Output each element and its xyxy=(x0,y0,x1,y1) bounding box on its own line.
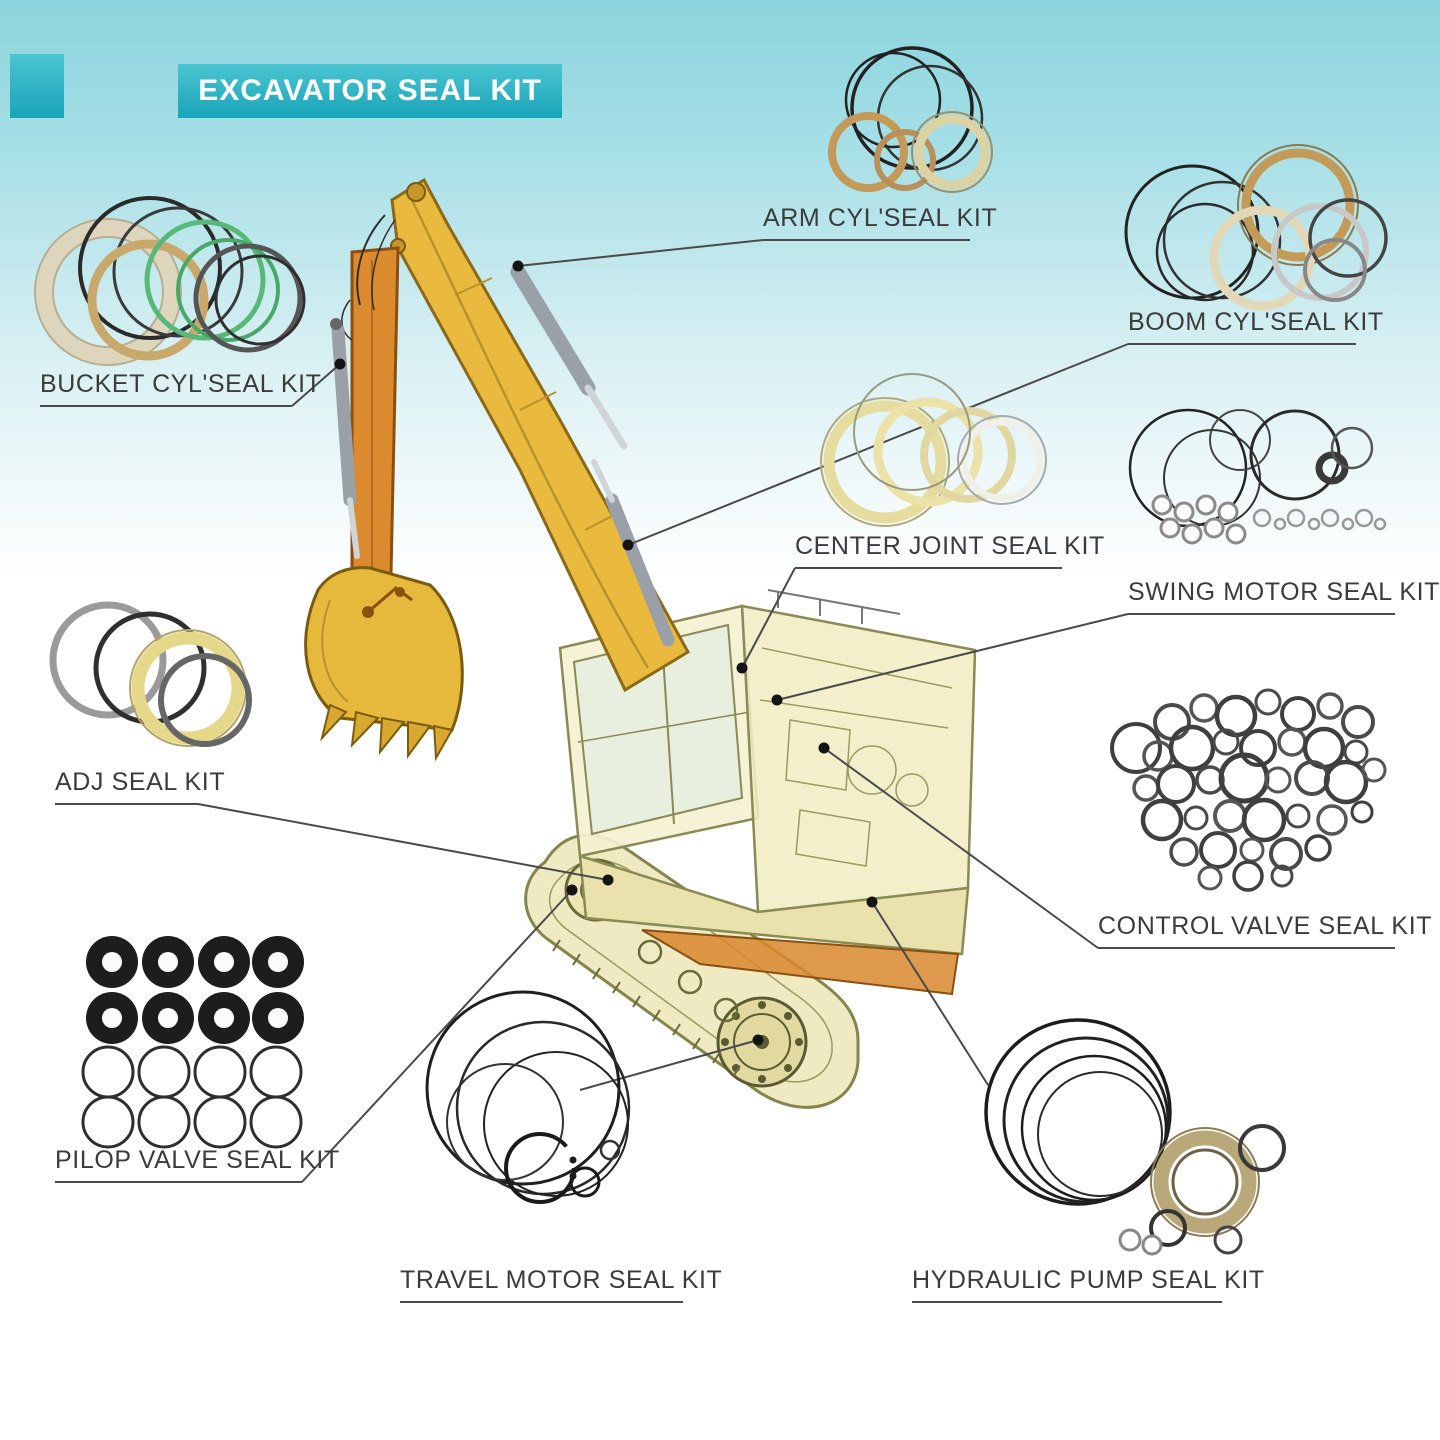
boom-seal-rings-image xyxy=(1124,144,1388,311)
pointer-swing xyxy=(776,613,1129,701)
pointer-dots xyxy=(334,260,878,1046)
pointer-arm xyxy=(517,239,764,267)
pointer-center-joint xyxy=(741,567,796,669)
control-valve-seal-rings-image xyxy=(1110,688,1387,892)
label-pilop-valve-seal-kit: PILOP VALVE SEAL KIT xyxy=(55,1146,340,1174)
pointer-bucket xyxy=(291,363,341,407)
label-swing-motor-seal-kit: SWING MOTOR SEAL KIT xyxy=(1128,578,1440,606)
excavator-body xyxy=(558,589,977,996)
pointer-travel xyxy=(579,1039,759,1091)
center-joint-seal-rings-image xyxy=(820,373,1047,527)
pilop-valve-seal-rings-image xyxy=(81,936,304,1149)
page-title: EXCAVATOR SEAL KIT xyxy=(178,64,562,118)
hydraulic-pump-seal-rings-image xyxy=(984,1018,1286,1256)
track-treads xyxy=(552,939,741,1078)
pointer-pilop xyxy=(301,889,573,1183)
pointer-control-valve xyxy=(823,747,1099,949)
bucket-teeth xyxy=(320,703,454,762)
header-accent-block xyxy=(10,54,64,118)
excavator-illustration xyxy=(304,177,977,1109)
pointer-adj xyxy=(197,803,609,881)
travel-motor-seal-rings-image xyxy=(425,990,631,1204)
label-control-valve-seal-kit: CONTROL VALVE SEAL KIT xyxy=(1098,912,1433,940)
label-travel-motor-seal-kit: TRAVEL MOTOR SEAL KIT xyxy=(400,1266,723,1294)
bucket-seal-rings-image xyxy=(34,196,306,366)
excavator-boom-arm xyxy=(304,177,691,762)
label-boom-cyl-seal-kit: BOOM CYL'SEAL KIT xyxy=(1128,308,1384,336)
pointer-lines xyxy=(40,239,1395,1303)
label-arm-cyl-seal-kit: ARM CYL'SEAL KIT xyxy=(763,204,998,232)
label-adj-seal-kit: ADJ SEAL KIT xyxy=(55,768,226,796)
pointer-hydraulic xyxy=(871,901,989,1086)
label-bucket-cyl-seal-kit: BUCKET CYL'SEAL KIT xyxy=(40,370,322,398)
label-hydraulic-pump-seal-kit: HYDRAULIC PUMP SEAL KIT xyxy=(912,1266,1265,1294)
swing-motor-seal-rings-image xyxy=(1128,408,1387,545)
arm-seal-rings-image xyxy=(828,46,993,193)
label-center-joint-seal-kit: CENTER JOINT SEAL KIT xyxy=(795,532,1105,560)
adj-seal-rings-image xyxy=(49,601,252,747)
